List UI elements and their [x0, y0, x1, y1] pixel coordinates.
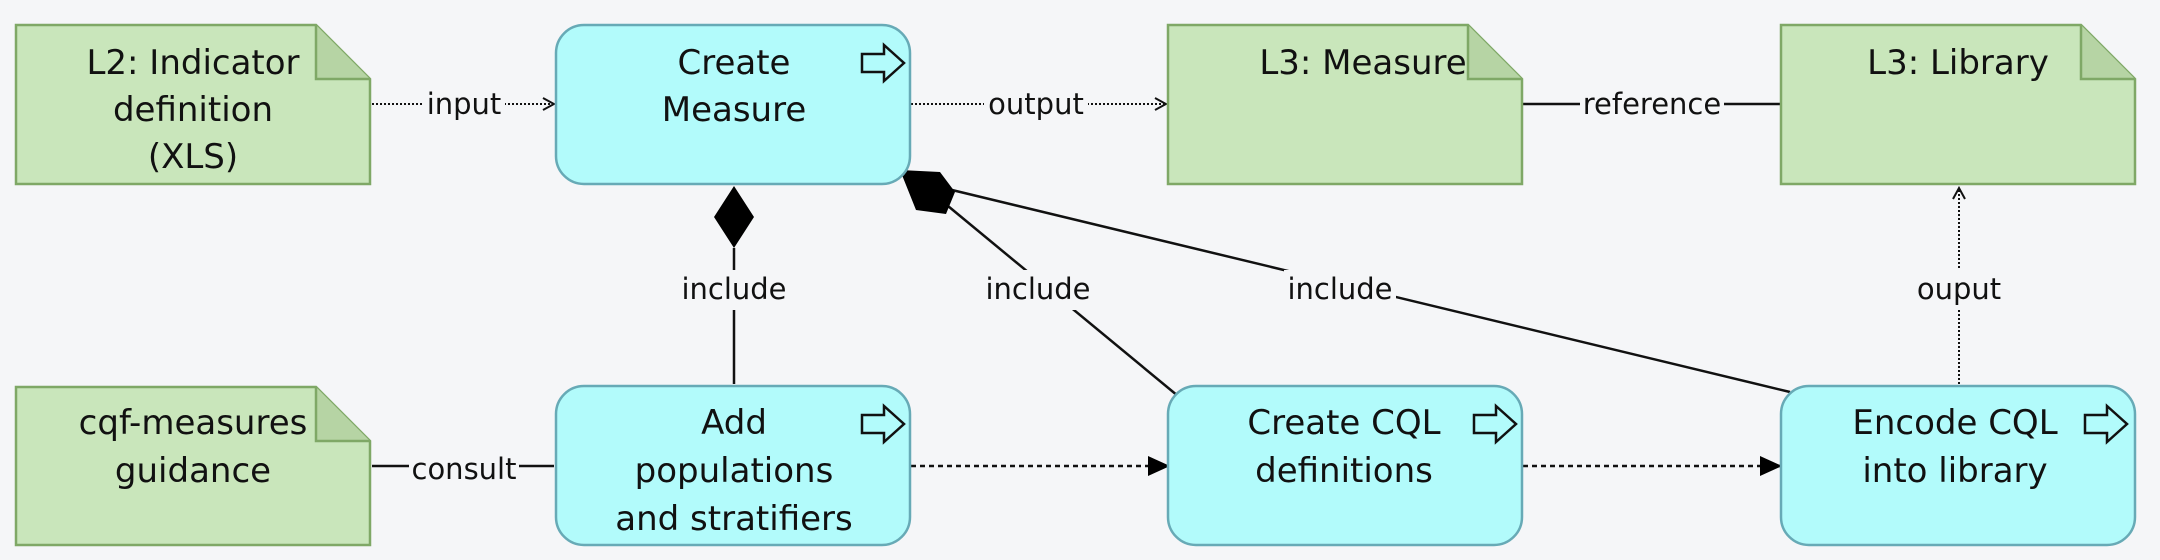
edge-input: input [372, 86, 554, 122]
edge-label-consult: consult [412, 452, 517, 486]
activity-arrow-icon [2083, 403, 2129, 445]
artifact-label: (XLS) [148, 137, 238, 177]
activity-label: Encode CQL [1852, 403, 2057, 443]
activity-encode-cql[interactable]: Encode CQL into library [1779, 384, 2137, 547]
edge-include-cql: include [947, 205, 1179, 397]
activity-label: into library [1862, 451, 2047, 491]
artifact-label: guidance [115, 451, 271, 491]
activity-label: definitions [1255, 451, 1433, 491]
artifact-l3-measure[interactable]: L3: Measure [1166, 23, 1524, 186]
activity-arrow-icon [860, 403, 906, 445]
activity-label: Add [701, 403, 767, 443]
artifact-l2-indicator[interactable]: L2: Indicator definition (XLS) [14, 23, 372, 186]
edge-label-include-cql: include [985, 272, 1090, 306]
edge-consult: consult [372, 449, 554, 486]
activity-label: populations [635, 451, 834, 491]
activity-arrow-icon [1472, 403, 1518, 445]
artifact-l3-library[interactable]: L3: Library [1779, 23, 2137, 186]
composition-diamond-icon [900, 170, 955, 214]
activity-label: Measure [662, 90, 807, 130]
artifact-label: L2: Indicator [86, 43, 299, 83]
edge-label-ouput: ouput [1917, 272, 2001, 306]
edge-label-reference: reference [1583, 87, 1721, 121]
activity-create-measure[interactable]: Create Measure [554, 23, 912, 186]
artifact-cqf-guidance[interactable]: cqf-measures guidance [14, 385, 372, 547]
edge-label-output: output [988, 87, 1084, 121]
edge-label-include-add: include [681, 272, 786, 306]
activity-add-populations[interactable]: Add populations and stratifiers [554, 384, 912, 547]
artifact-label: definition [113, 90, 273, 130]
activity-create-cql[interactable]: Create CQL definitions [1166, 384, 1524, 547]
activity-label: Create [678, 43, 791, 83]
edge-label-include-encode: include [1287, 272, 1392, 306]
edge-include-encode: include [951, 188, 1791, 394]
edge-reference: reference [1523, 86, 1780, 122]
edge-output: output [911, 86, 1166, 122]
edge-label-input: input [427, 87, 502, 121]
activity-label: and stratifiers [615, 499, 852, 539]
activity-arrow-icon [860, 42, 906, 84]
artifact-label: cqf-measures [79, 403, 308, 443]
edge-ouput: ouput [1911, 188, 2007, 384]
artifact-label: L3: Measure [1259, 43, 1466, 83]
artifact-label: L3: Library [1867, 43, 2049, 83]
composition-diamond-icon [714, 186, 754, 248]
edge-include-add: include [676, 186, 792, 384]
activity-label: Create CQL [1247, 403, 1440, 443]
